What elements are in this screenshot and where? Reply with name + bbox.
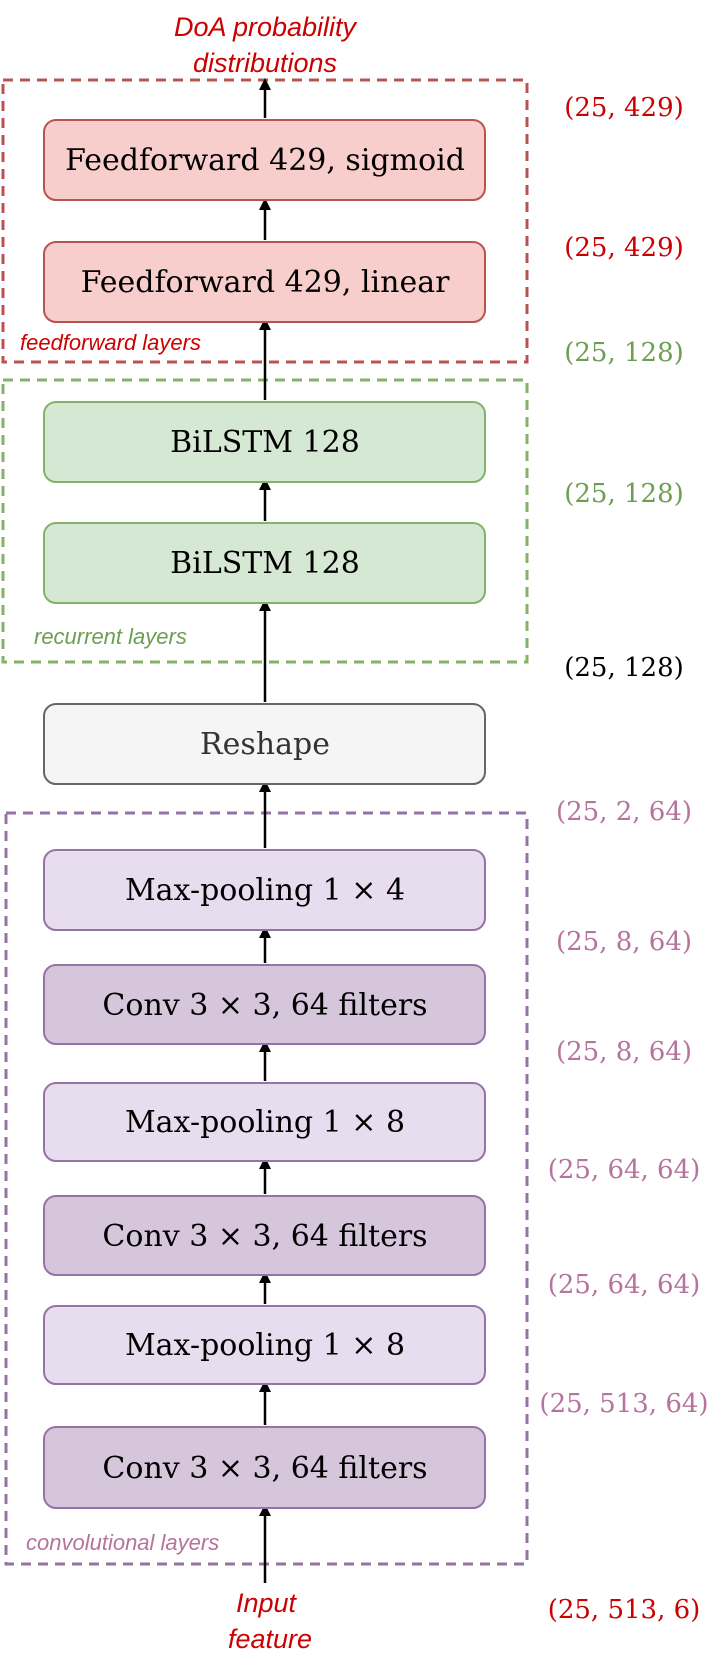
layer-label-feedforward-linear: Feedforward 429, linear [81, 265, 451, 300]
layer-box-feedforward-sigmoid [43, 119, 486, 201]
convolutional-group [4, 811, 529, 1566]
layer-label-conv-2: Conv 3 × 3, 64 filters [102, 1219, 427, 1254]
shape-label: (25, 513, 64) [539, 1389, 708, 1419]
layer-box-bilstm-1 [43, 401, 486, 483]
layer-label-feedforward-sigmoid: Feedforward 429, sigmoid [65, 143, 465, 178]
layer-box-bilstm-2 [43, 522, 486, 604]
layer-label-maxpool-1x8-b: Max-pooling 1 × 8 [125, 1105, 405, 1140]
output-title-line-1: DoA probability [174, 12, 358, 42]
layer-box-maxpool-1x4 [43, 849, 486, 931]
layer-box-maxpool-1x8-a [43, 1305, 486, 1385]
shape-label: (25, 2, 64) [556, 797, 692, 827]
layer-box-conv-2 [43, 1195, 486, 1276]
shape-label: (25, 513, 6) [548, 1595, 701, 1625]
shape-label: (25, 8, 64) [556, 1037, 692, 1067]
layer-box-feedforward-linear [43, 241, 486, 323]
layer-label-maxpool-1x8-a: Max-pooling 1 × 8 [125, 1328, 405, 1363]
layer-label-maxpool-1x4: Max-pooling 1 × 4 [125, 873, 405, 908]
group-label-convolutional: convolutional layers [26, 1530, 219, 1555]
layer-box-maxpool-1x8-b [43, 1082, 486, 1162]
layer-label-bilstm-1: BiLSTM 128 [170, 425, 360, 460]
layer-box-conv-1 [43, 1426, 486, 1509]
layer-label-conv-3: Conv 3 × 3, 64 filters [102, 988, 427, 1023]
group-label-recurrent: recurrent layers [34, 624, 187, 649]
shape-label: (25, 64, 64) [548, 1155, 701, 1185]
shape-label: (25, 128) [564, 479, 684, 509]
shape-label: (25, 8, 64) [556, 927, 692, 957]
input-label-line-2: feature [228, 1624, 312, 1654]
layer-box-reshape [43, 703, 486, 785]
layer-box-conv-3 [43, 964, 486, 1045]
group-label-feedforward: feedforward layers [20, 330, 201, 355]
shape-label: (25, 128) [564, 338, 684, 368]
shape-label: (25, 64, 64) [548, 1270, 701, 1300]
layer-label-conv-1: Conv 3 × 3, 64 filters [102, 1451, 427, 1486]
shape-label: (25, 429) [564, 93, 684, 123]
shape-label: (25, 128) [564, 653, 684, 683]
layer-label-reshape: Reshape [200, 727, 330, 762]
input-label-line-1: Input [236, 1588, 298, 1618]
layer-label-bilstm-2: BiLSTM 128 [170, 546, 360, 581]
output-title-line-2: distributions [193, 48, 337, 78]
shape-label: (25, 429) [564, 233, 684, 263]
